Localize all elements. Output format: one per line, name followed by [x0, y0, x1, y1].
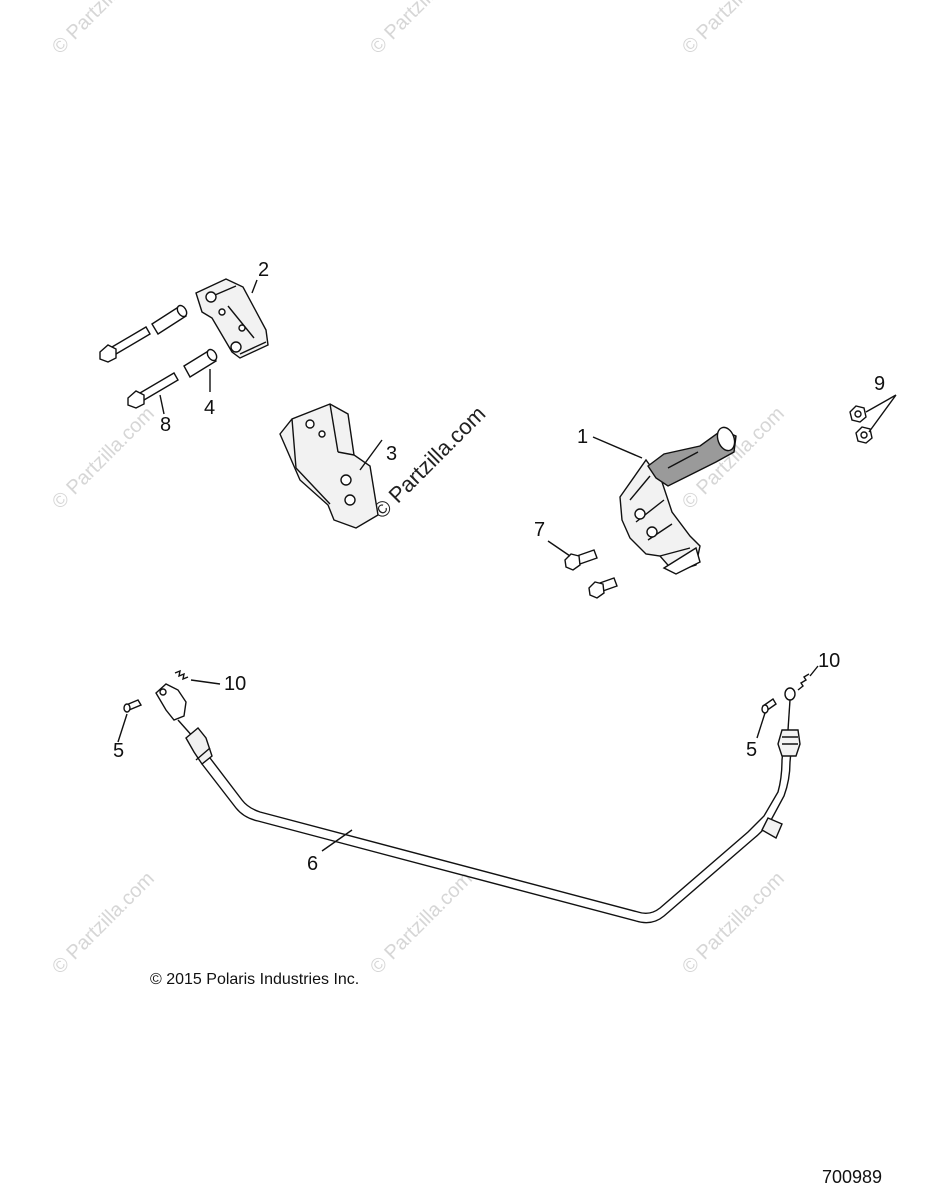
watermark: © Partzilla.com: [48, 403, 159, 514]
callout-4: 4: [204, 397, 215, 419]
copyright-notice: © 2015 Polaris Industries Inc.: [150, 971, 359, 988]
clip-part-10-right: [797, 665, 819, 691]
sleeve-part-4: [151, 304, 218, 392]
callout-5-right: 5: [746, 739, 757, 761]
callout-10-right: 10: [818, 650, 840, 672]
callout-2: 2: [258, 259, 269, 281]
watermarks: © Partzilla.com © Partzilla.com © Partzi…: [48, 0, 789, 979]
callout-1: 1: [577, 426, 588, 448]
clip-part-10-left: [174, 669, 221, 685]
callout-5-left: 5: [113, 740, 124, 762]
bolt-part-8: [99, 326, 179, 415]
brake-cable-part-6: [155, 683, 801, 924]
watermark: © Partzilla.com: [678, 868, 789, 979]
callouts: 1 2 3 4 5 5 6 7 8 9 10 10: [113, 259, 885, 875]
watermark: © Partzilla.com: [678, 0, 789, 59]
pin-part-5-left: [117, 699, 143, 743]
pin-part-5-right: [756, 697, 777, 739]
callout-7: 7: [534, 519, 545, 541]
watermark: © Partzilla.com: [48, 868, 159, 979]
watermark: © Partzilla.com: [48, 0, 159, 59]
drawing-number: 700989: [822, 1167, 882, 1187]
watermark: © Partzilla.com: [366, 0, 477, 59]
bracket-part-3: [279, 403, 383, 529]
callout-8: 8: [160, 414, 171, 436]
callout-3: 3: [386, 443, 397, 465]
watermark: © Partzilla.com: [366, 868, 477, 979]
callout-10-left: 10: [224, 673, 246, 695]
bolt-part-7: [547, 540, 618, 599]
callout-9: 9: [874, 373, 885, 395]
brake-handle-part-1: [592, 426, 737, 575]
bracket-part-2: [195, 278, 269, 359]
callout-6: 6: [307, 853, 318, 875]
nut-part-9: [849, 394, 897, 444]
